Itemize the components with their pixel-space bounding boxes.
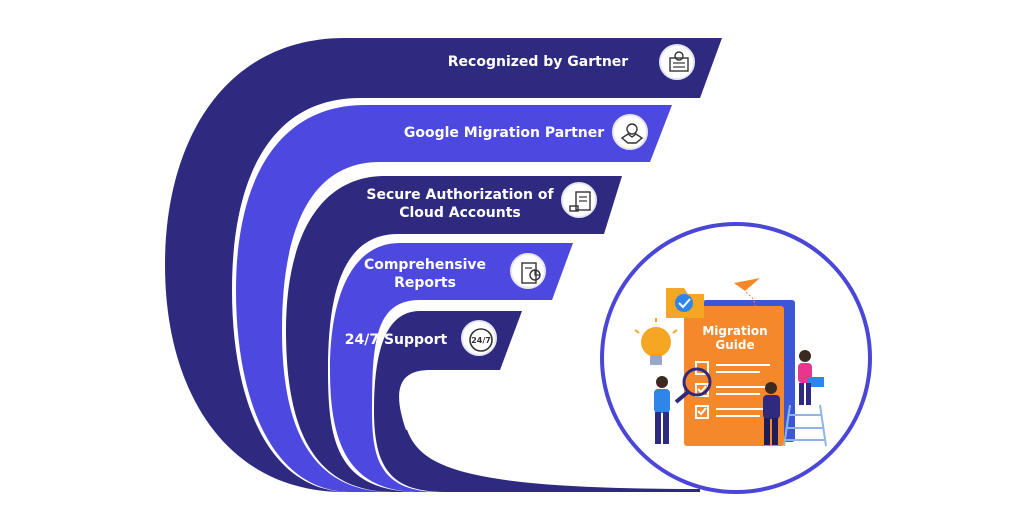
24-7-clock-icon: 24/7: [461, 320, 497, 356]
band-reports: [330, 243, 573, 492]
feature-label-gartner: Recognized by Gartner: [447, 54, 629, 70]
check-badge-icon: [675, 294, 693, 312]
checklist: [695, 361, 770, 419]
feature-label-reports-line2: Reports: [394, 275, 456, 291]
magnifier-icon: [682, 367, 712, 397]
guide-title-line1: Migration: [702, 324, 768, 338]
guide-title-line2: Guide: [715, 338, 755, 352]
light-bulb-icon: [634, 318, 678, 365]
handshake-gear-icon: [612, 114, 648, 150]
feature-label-google-partner: Google Migration Partner: [403, 125, 605, 141]
paper-plane-icon: [734, 278, 760, 291]
report-chart-icon: [510, 253, 546, 289]
feature-label-secure-auth-line1: Secure Authorization of: [366, 187, 554, 203]
band-gartner: [165, 38, 722, 492]
signed-document-icon: [561, 182, 597, 218]
feature-label-support: 24/7 Support: [344, 332, 448, 348]
feature-label-reports-line1: Comprehensive: [363, 257, 487, 273]
ladder-figure: [783, 404, 827, 447]
person-middle-figure: [763, 382, 780, 445]
band-support: [374, 311, 700, 492]
certificate-icon: [659, 44, 695, 80]
svg-text:24/7: 24/7: [471, 336, 491, 345]
feature-label-secure-auth-line2: Cloud Accounts: [399, 205, 521, 221]
person-right-figure: [798, 350, 824, 405]
person-left-figure: [654, 376, 670, 444]
